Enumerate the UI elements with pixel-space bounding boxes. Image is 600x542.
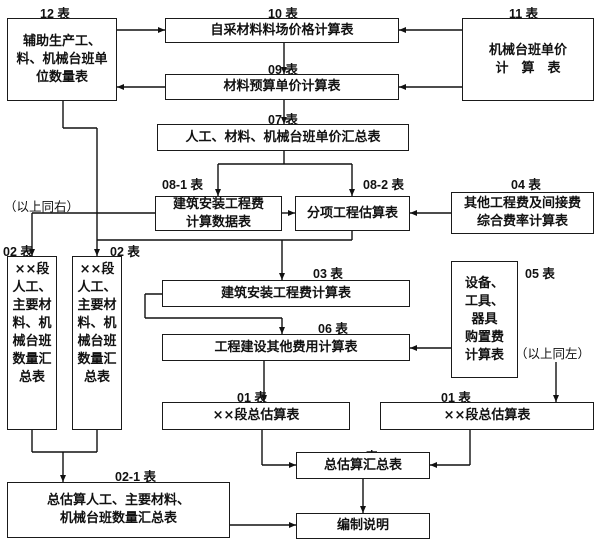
- box-table-01-1: 总估算汇总表: [296, 452, 430, 479]
- label-table-04: 其他工程费及间接费 综合费率计算表: [463, 196, 581, 229]
- box-table-07: 人工、材料、机械台班单价汇总表: [157, 124, 409, 151]
- label-table-08-2: 分项工程估算表: [306, 205, 398, 221]
- box-table-06: 工程建设其他费用计算表: [162, 334, 410, 361]
- box-table-11: 机械台班单价 计 算 表: [462, 18, 594, 101]
- label-table-05: 设备、 工具、 器具 购置费 计算表: [464, 275, 504, 363]
- box-table-02-left: ××段 人工、 主要材 料、机 械台班 数量汇 总表: [7, 256, 57, 430]
- tag-10: 10 表: [268, 7, 298, 21]
- tag-01-left: 01 表: [237, 391, 267, 405]
- box-table-02-1: 总估算人工、主要材料、 机械台班数量汇总表: [7, 482, 230, 538]
- label-table-07: 人工、材料、机械台班单价汇总表: [185, 129, 381, 145]
- note-same-as-left: （以上同左）: [515, 347, 591, 361]
- tag-06: 06 表: [318, 322, 348, 336]
- label-table-11: 机械台班单价 计 算 表: [488, 42, 567, 76]
- box-table-09: 材料预算单价计算表: [165, 74, 399, 100]
- tag-02-left: 02 表: [3, 245, 33, 259]
- tag-02-1: 02-1 表: [115, 470, 156, 484]
- tag-05: 05 表: [525, 267, 555, 281]
- note-same-as-right: （以上同右）: [4, 200, 80, 214]
- label-table-06: 工程建设其他费用计算表: [214, 339, 358, 355]
- box-table-05: 设备、 工具、 器具 购置费 计算表: [451, 261, 518, 378]
- label-final-description: 编制说明: [336, 518, 389, 533]
- label-table-02-right: ××段 人工、 主要材 料、机 械台班 数量汇 总表: [77, 262, 117, 385]
- label-table-10: 自采材料料场价格计算表: [210, 22, 354, 38]
- label-table-08-1: 建筑安装工程费 计算数据表: [172, 196, 264, 230]
- box-final-description: 编制说明: [296, 513, 430, 539]
- tag-07: 07 表: [268, 113, 298, 127]
- label-table-02-1: 总估算人工、主要材料、 机械台班数量汇总表: [46, 493, 190, 526]
- label-table-02-left: ××段 人工、 主要材 料、机 械台班 数量汇 总表: [12, 262, 52, 385]
- box-table-10: 自采材料料场价格计算表: [165, 18, 399, 43]
- tag-02-right: 02 表: [110, 245, 140, 259]
- label-table-01-left: ××段总估算表: [212, 408, 300, 423]
- box-table-08-2: 分项工程估算表: [295, 196, 410, 231]
- box-table-01-left: ××段总估算表: [162, 402, 350, 430]
- box-table-08-1: 建筑安装工程费 计算数据表: [155, 196, 282, 231]
- label-table-01-1: 总估算汇总表: [323, 457, 402, 473]
- tag-08-2: 08-2 表: [363, 178, 404, 192]
- tag-08-1: 08-1 表: [162, 178, 203, 192]
- tag-04: 04 表: [511, 178, 541, 192]
- tag-11: 11 表: [509, 7, 539, 21]
- label-table-09: 材料预算单价计算表: [223, 79, 341, 94]
- box-table-04: 其他工程费及间接费 综合费率计算表: [451, 192, 594, 234]
- box-table-01-right: ××段总估算表: [380, 402, 594, 430]
- tag-09: 09 表: [268, 63, 298, 77]
- box-table-12: 辅助生产工、 料、机械台班单 位数量表: [7, 18, 117, 101]
- box-table-02-right: ××段 人工、 主要材 料、机 械台班 数量汇 总表: [72, 256, 122, 430]
- label-table-03: 建筑安装工程费计算表: [220, 285, 351, 301]
- label-table-12: 辅助生产工、 料、机械台班单 位数量表: [16, 33, 108, 85]
- tag-03: 03 表: [313, 267, 343, 281]
- label-table-01-right: ××段总估算表: [443, 408, 531, 423]
- tag-12: 12 表: [40, 7, 70, 21]
- box-table-03: 建筑安装工程费计算表: [162, 280, 410, 307]
- tag-01-right: 01 表: [441, 391, 471, 405]
